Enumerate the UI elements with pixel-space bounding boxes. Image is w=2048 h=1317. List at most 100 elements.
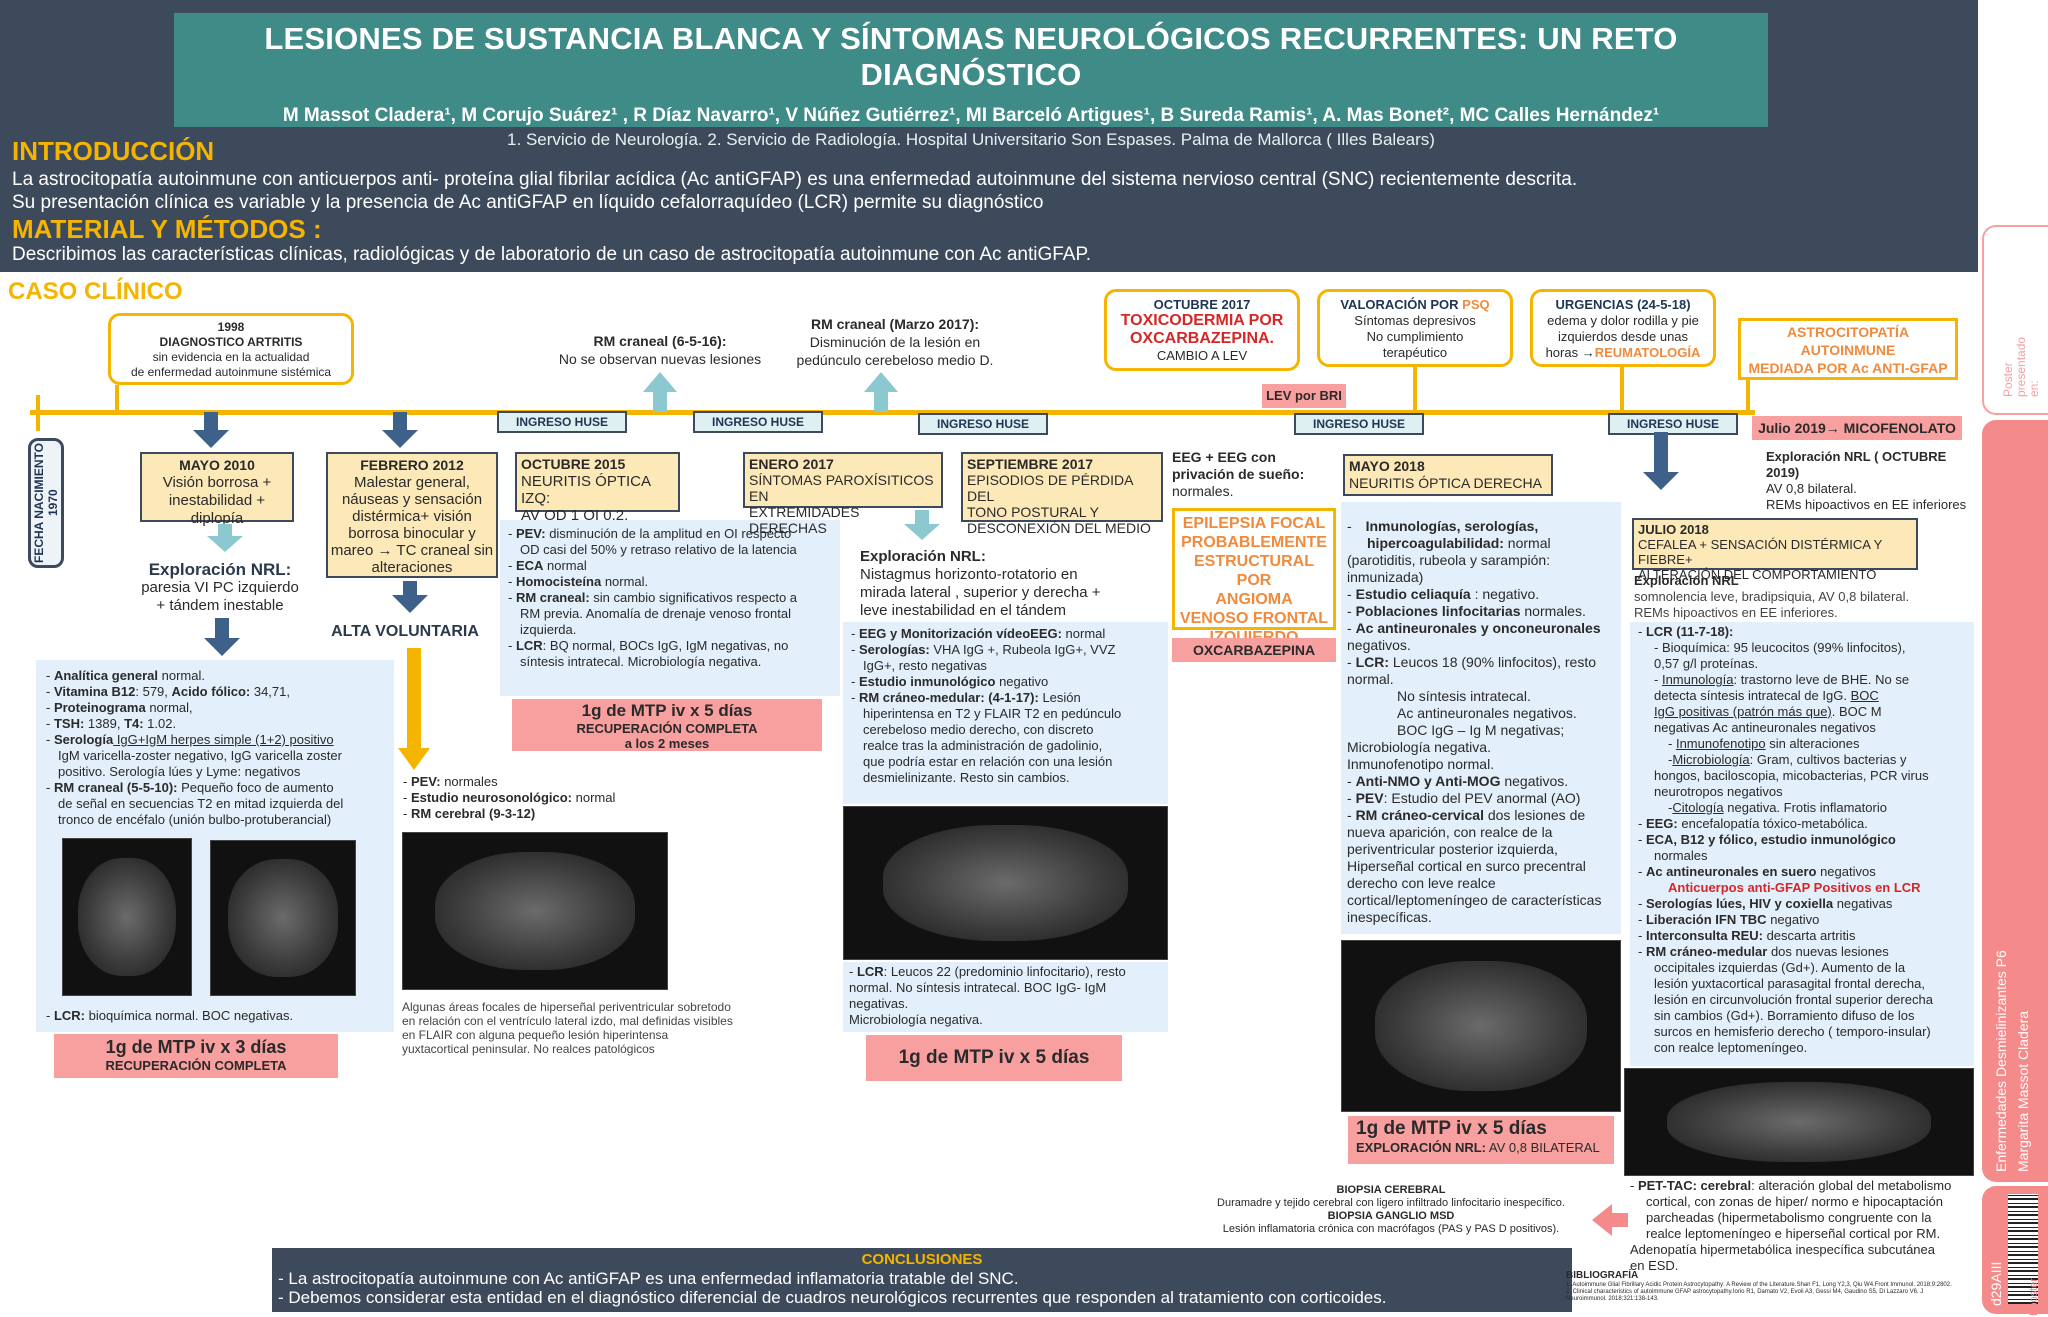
lab3-eca: ECA xyxy=(515,558,544,573)
lab7-micro-val: : Gram, cultivos bacterias y xyxy=(1749,752,1907,767)
lab3-homocisteina-val: normal. xyxy=(601,574,649,589)
sep-2017-d1: EPISODIOS DE PÉRDIDA DEL xyxy=(967,472,1133,504)
lab6-lcr-5: BOC IgG – Ig M negativas; xyxy=(1397,722,1565,738)
lab7-micro-label: Microbiología xyxy=(1672,752,1750,767)
ene-2017-d1: SÍNTOMAS PAROXÍSITICOS EN xyxy=(749,472,934,504)
lab7-eeg-val: encefalopatía tóxico-metabólica. xyxy=(1677,816,1868,831)
arrow-gold-head xyxy=(398,748,430,770)
lab4-serologias: Serologías: xyxy=(858,642,930,657)
pet-tac: - PET-TAC: cerebral: alteración global d… xyxy=(1630,1178,1976,1274)
side-code: d29AIII xyxy=(1988,1261,2004,1306)
expl-2018-title: Exploración NRL xyxy=(1634,573,1739,588)
lab6-inmuno-3: inmunizada) xyxy=(1347,569,1424,585)
timeline-axis xyxy=(30,410,1755,415)
rm-2016-title: RM craneal (6-5-16): xyxy=(593,333,727,349)
connector-psq xyxy=(1413,367,1417,412)
lcr-2017: - LCR: Leucos 22 (predominio linfocitari… xyxy=(843,962,1168,1032)
mri-image-2012 xyxy=(402,832,668,990)
barcode xyxy=(2008,1194,2038,1304)
mayo-2018-desc: NEURITIS ÓPTICA DERECHA xyxy=(1349,475,1542,491)
lab7-fenotipo-label: Inmunofenotipo xyxy=(1675,736,1766,751)
birth-date: FECHA NACIMIENTO 1970 xyxy=(28,438,64,568)
biopsia-ganglio-desc: Lesión inflamatoria crónica con macrófag… xyxy=(1222,1223,1560,1235)
lab6-pev-val: : Estudio del PEV anormal (AO) xyxy=(1383,790,1581,806)
lcr4-2: normal. No síntesis intratecal. BOC IgG-… xyxy=(849,980,1107,995)
year-1998: 1998 xyxy=(217,320,245,334)
box-epilepsia: EPILEPSIA FOCAL PROBABLEMENTE ESTRUCTURA… xyxy=(1172,508,1336,646)
expl-2017-title: Exploración NRL: xyxy=(860,548,986,565)
lab6-lcr-3: No síntesis intratecal. xyxy=(1397,688,1531,704)
lab3-lcr-val: : BQ normal, BOCs IgG, IgM negativas, no xyxy=(542,638,789,653)
ingreso-huse-3: INGRESO HUSE xyxy=(918,413,1048,435)
lab3-rm-2: RM previa. Anomalía de drenaje venoso fr… xyxy=(520,606,791,621)
lab4-eeg: EEG y Monitorización vídeoEEG: xyxy=(858,626,1062,641)
rm-2012-label: RM cerebral (9-3-12) xyxy=(410,806,536,821)
box-oct-2015: OCTUBRE 2015 NEURITIS ÓPTICA IZQ: AV OD … xyxy=(515,452,680,524)
lab1-rm-3: tronco de encéfalo (unión bulbo-protuber… xyxy=(58,812,332,827)
lab6-inmuno-2: (parotiditis, rubeola y sarampión: xyxy=(1347,552,1551,568)
methods-heading: MATERIAL Y MÉTODOS : xyxy=(12,214,322,244)
lab7-fenotipo-val: sin alteraciones xyxy=(1765,736,1860,751)
lab3-pev-2: OD casi del 50% y retraso relativo de la… xyxy=(520,542,797,557)
lab3-rm: RM craneal: xyxy=(515,590,590,605)
lab3-lcr: LCR xyxy=(515,638,543,653)
lab7-bioq-2: 0,57 g/l proteínas. xyxy=(1654,656,1759,671)
lab7-bioq: - Bioquímica: 95 leucocitos (99% linfoci… xyxy=(1654,640,1906,655)
lab7-cito-label: Citología xyxy=(1672,800,1724,815)
lab-panel-2015: - PEV: disminución de la amplitud en OI … xyxy=(500,520,840,696)
mtp-2018-dose: 1g de MTP iv x 5 días xyxy=(1356,1118,1547,1139)
mtp-2018: 1g de MTP iv x 5 días EXPLORACIÓN NRL: A… xyxy=(1348,1116,1614,1164)
mtp-2017: 1g de MTP iv x 5 días xyxy=(866,1035,1122,1081)
lab7-serologias: Serologías lúes, HIV y coxiella xyxy=(1645,896,1834,911)
psq-title: VALORACIÓN POR xyxy=(1340,297,1463,312)
lab6-lcr-val: Leucos 18 (90% linfocitos), resto xyxy=(1389,654,1596,670)
expl-2019-title: Exploración NRL ( OCTUBRE 2019) xyxy=(1766,449,1947,480)
epil-1: EPILEPSIA FOCAL xyxy=(1182,515,1326,532)
mayo-2010-d1: Visión borrosa + xyxy=(162,474,272,491)
arrow-down-2018 xyxy=(1643,432,1679,490)
expl-2018-d2: REMs hipoactivos en EE inferiores. xyxy=(1634,605,1838,620)
arrow-down-2010 xyxy=(193,412,229,448)
timeline-start xyxy=(36,395,40,431)
lab1-proteinograma: Proteinograma xyxy=(53,700,146,715)
lab7-reu: Interconsulta REU: xyxy=(1645,928,1763,943)
lab4-inmuno: Estudio inmunológico xyxy=(858,674,996,689)
toxicodermia-1: TOXICODERMIA POR xyxy=(1120,312,1284,329)
lab6-poblaciones-val: normales. xyxy=(1520,603,1586,619)
epil-2: PROBABLEMENTE xyxy=(1181,534,1327,551)
eeg-2017-3: normales. xyxy=(1172,483,1234,499)
lab7-boc-m: . BOC M xyxy=(1831,704,1882,719)
lab7-rm-2: occipitales izquierdas (Gd+). Aumento de… xyxy=(1654,960,1906,975)
expl-2017-d1: Nistagmus horizonto-rotatorio en xyxy=(860,566,1078,583)
expl-2018: Exploración NRL somnolencia leve, bradip… xyxy=(1634,573,1934,621)
lev-bri-label: LEV por BRI xyxy=(1262,384,1346,408)
methods-text: Describimos las características clínicas… xyxy=(12,244,1091,265)
lab7-lcr: LCR (11-7-18): xyxy=(1645,624,1734,639)
lab4-rm-2: hiperintensa en T2 y FLAIR T2 en pedúncu… xyxy=(863,706,1122,721)
ingreso-huse-5: INGRESO HUSE xyxy=(1608,413,1738,435)
intro-line-2: Su presentación clínica es variable y la… xyxy=(12,192,1044,213)
rm-2017-desc-2: pedúnculo cerebeloso medio D. xyxy=(796,352,994,368)
lab1-rm: RM craneal (5-5-10): xyxy=(53,780,178,795)
feb-2012-d6: alteraciones xyxy=(371,559,453,576)
mtp-2015-outcome: RECUPERACIÓN COMPLETA xyxy=(576,721,758,736)
lab6-lcr: LCR: xyxy=(1355,654,1389,670)
arthritis-note-1: sin evidencia en la actualidad xyxy=(152,350,310,364)
epil-5: VENOSO FRONTAL xyxy=(1179,610,1329,627)
lab4-rm-5: que podría estar en relación con una les… xyxy=(863,754,1113,769)
lab7-rm-6: surcos en hemisferio derecho ( temporo-i… xyxy=(1654,1024,1931,1039)
lcr4-3: negativas. xyxy=(849,996,909,1011)
sep-2017-title: SEPTIEMBRE 2017 xyxy=(967,456,1094,472)
feb-2012-d5: mareo → TC craneal sin xyxy=(330,542,494,559)
lab7-cito-dash: - xyxy=(1668,800,1673,815)
lab6-lcr-4: Ac antineuronales negativos. xyxy=(1397,705,1577,721)
authors: M Massot Cladera¹, M Corujo Suárez¹ , R … xyxy=(282,105,1660,126)
julio-2018-d2: ALTERACIÓN DEL COMPORTAMIENTO xyxy=(1638,567,1877,582)
mri-image-2010-a xyxy=(62,838,192,996)
lab6-rm-6: cortical/leptomeníngeo de característica… xyxy=(1347,892,1602,908)
box-urgencias: URGENCIAS (24-5-18) edema y dolor rodill… xyxy=(1530,289,1716,367)
lab7-cito-val: negativa. Frotis inflamatorio xyxy=(1723,800,1887,815)
expl-2019-d2: REMs hipoactivos en EE inferiores xyxy=(1766,497,1967,512)
